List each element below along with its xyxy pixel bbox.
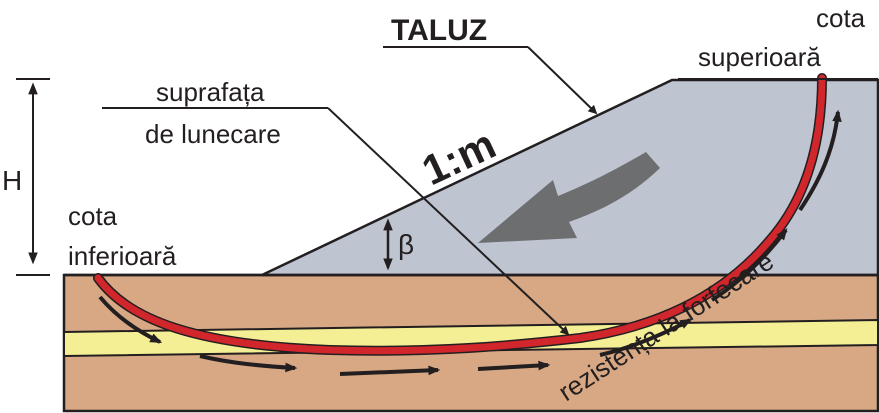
cota-superioara-label-line1: cota	[816, 3, 866, 33]
taluz-label: TALUZ	[391, 14, 487, 47]
angle-beta-label: β	[398, 229, 414, 260]
movement-arrow	[478, 152, 660, 243]
slope-body	[261, 78, 879, 277]
taluz-leader-line	[527, 46, 598, 115]
shear-arrow-3	[339, 365, 441, 376]
shear-arrow-6	[710, 228, 788, 302]
height-label-background	[2, 160, 26, 194]
cota-inferioara-label-line2: inferioară	[68, 241, 177, 271]
shear-arrow-5	[599, 318, 693, 357]
suprafata-label-line1: suprafața	[156, 77, 265, 107]
height-label: H	[2, 165, 22, 196]
shear-arrow-1	[98, 295, 163, 344]
slip-surface-curve-fill	[94, 74, 826, 355]
suprafata-label-line2: de lunecare	[145, 119, 281, 149]
cota-superioara-label-line2: superioară	[698, 42, 821, 72]
shear-arrow-4	[477, 360, 551, 371]
cota-inferioara-label-line1: cota	[68, 201, 118, 231]
suprafata-leader-line	[327, 107, 570, 336]
shear-arrow-7	[798, 109, 842, 212]
shear-arrow-2	[199, 354, 298, 373]
